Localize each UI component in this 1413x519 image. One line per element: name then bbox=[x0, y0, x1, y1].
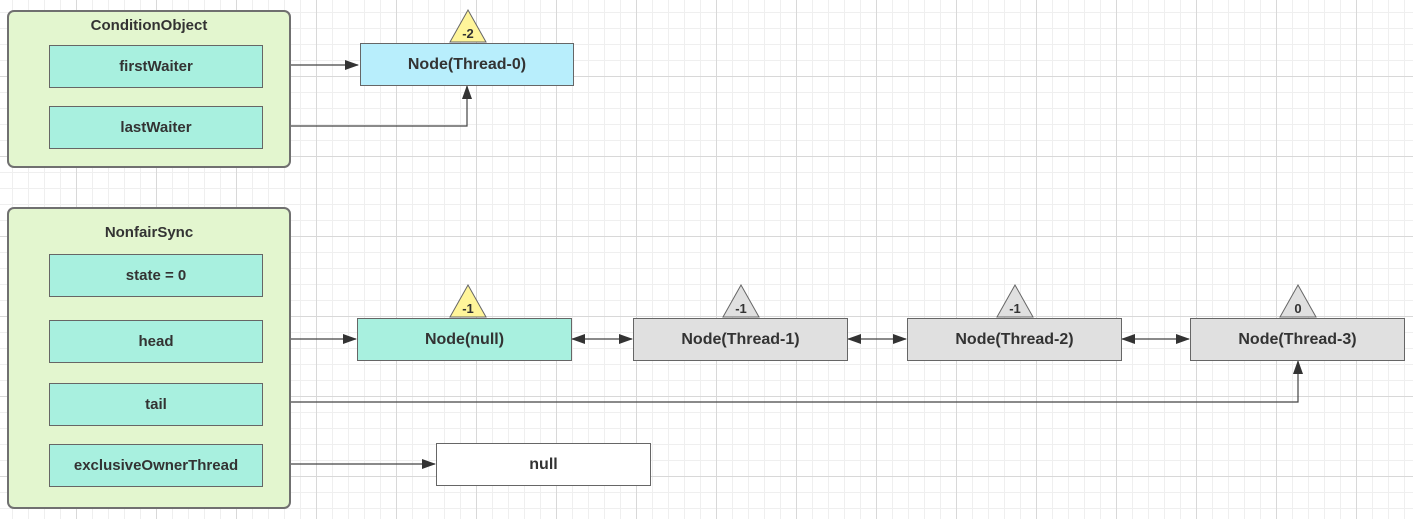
wait-status-value: -2 bbox=[462, 26, 474, 41]
tail-arrow bbox=[264, 360, 1303, 407]
wait-status-badge: -2 bbox=[449, 9, 487, 43]
node-thread-1[interactable]: Node(Thread-1) bbox=[633, 318, 848, 361]
exclusive-owner-thread-field[interactable]: exclusiveOwnerThread bbox=[49, 444, 263, 487]
nonfair-sync-group: NonfairSync state = 0 head tail exclusiv… bbox=[7, 207, 291, 509]
tail-field[interactable]: tail bbox=[49, 383, 263, 426]
owner-null-box[interactable]: null bbox=[436, 443, 651, 486]
node-thread-3[interactable]: Node(Thread-3) bbox=[1190, 318, 1405, 361]
wait-status-badge: -1 bbox=[722, 284, 760, 318]
first-waiter-field[interactable]: firstWaiter bbox=[49, 45, 263, 88]
head-field[interactable]: head bbox=[49, 320, 263, 363]
node-thread-2[interactable]: Node(Thread-2) bbox=[907, 318, 1122, 361]
condition-object-group: ConditionObject firstWaiter lastWaiter bbox=[7, 10, 291, 168]
wait-status-value: -1 bbox=[462, 301, 474, 316]
wait-status-badge: -1 bbox=[996, 284, 1034, 318]
nonfair-sync-title: NonfairSync bbox=[104, 224, 194, 241]
wait-status-badge: 0 bbox=[1279, 284, 1317, 318]
wait-status-value: -1 bbox=[1009, 301, 1021, 316]
last-waiter-field[interactable]: lastWaiter bbox=[49, 106, 263, 149]
wait-status-badge: -1 bbox=[449, 284, 487, 318]
condition-object-title: ConditionObject bbox=[90, 17, 208, 34]
state-field[interactable]: state = 0 bbox=[49, 254, 263, 297]
wait-status-value: 0 bbox=[1294, 301, 1302, 316]
last-waiter-arrow bbox=[264, 85, 472, 127]
node-null[interactable]: Node(null) bbox=[357, 318, 572, 361]
wait-status-value: -1 bbox=[735, 301, 747, 316]
node-thread-0[interactable]: Node(Thread-0) bbox=[360, 43, 574, 86]
